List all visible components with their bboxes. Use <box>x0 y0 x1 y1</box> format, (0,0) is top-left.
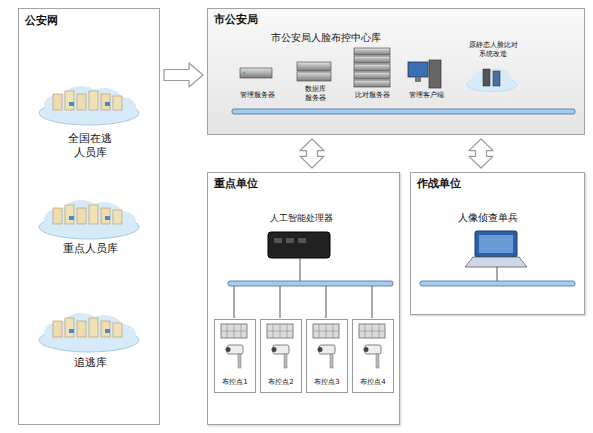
cloud-system-icon <box>467 68 517 92</box>
processor-icon <box>268 232 330 258</box>
node-title: 公安网 <box>25 14 145 28</box>
wire <box>234 286 235 318</box>
control-point-box: 布控点4 <box>352 319 394 393</box>
node-title: 追逃库 <box>40 356 140 370</box>
monitor-stand <box>415 77 421 82</box>
device-label: 管理客户端 <box>401 91 451 100</box>
wire <box>326 286 327 318</box>
database-node: 全国在逃 人员库 <box>29 84 151 164</box>
server-icon <box>297 62 331 71</box>
processor-port <box>274 238 282 243</box>
node-title: 布控点3 <box>307 378 347 387</box>
control-point-box: 布控点1 <box>214 319 256 393</box>
camera-icon <box>221 324 247 368</box>
node-title: 作战单位 <box>417 177 537 191</box>
server-light <box>243 72 245 74</box>
wire <box>300 258 301 281</box>
wire <box>372 286 373 318</box>
cloud-shape <box>467 78 517 92</box>
node-title: 市公安局 <box>214 13 334 27</box>
network-bus <box>232 109 575 114</box>
database-node: 重点人员库 <box>29 194 151 259</box>
camera-icon <box>313 324 339 368</box>
server-icon <box>354 72 390 79</box>
server-icon <box>354 48 390 55</box>
node-title: 重点人员库 <box>40 242 140 256</box>
hollow-arrow <box>469 139 493 168</box>
device-label: 人工智能处理器 <box>251 213 351 225</box>
node-title: 布控点1 <box>215 378 255 387</box>
device-label: 比对服务器 <box>347 91 397 100</box>
node-title: 全国在逃 人员库 <box>62 132 118 161</box>
hollow-arrow <box>164 63 203 87</box>
database-node: 追逃库 <box>29 308 151 373</box>
laptop-keyboard <box>465 257 527 267</box>
laptop-screen <box>475 231 517 257</box>
database-cloud <box>39 86 139 125</box>
device-label: 人像侦查单兵 <box>438 211 538 224</box>
cloud-shape <box>486 68 510 86</box>
combat-unit-panel: 作战单位人像侦查单兵 <box>410 172 585 315</box>
tower-icon <box>493 71 500 86</box>
database-cloud <box>39 313 139 352</box>
server-icon <box>354 56 390 63</box>
laptop-display <box>479 235 513 253</box>
server-icon <box>297 72 331 81</box>
control-point-box: 布控点3 <box>306 319 348 393</box>
camera-icon <box>359 324 385 368</box>
database-cloud <box>39 200 139 239</box>
tower-icon <box>483 69 490 86</box>
node-title: 布控点4 <box>353 378 393 387</box>
hollow-arrow <box>300 139 324 168</box>
network-panel: 公安网全国在逃 人员库重点人员库追逃库 <box>18 8 160 425</box>
device-label: 管理服务器 <box>232 91 282 100</box>
server-icon <box>354 80 390 87</box>
node-title: 布控点2 <box>261 378 301 387</box>
network-bus <box>420 281 575 286</box>
server-icon <box>354 64 390 71</box>
device-label: 数据库 服务器 <box>302 85 328 103</box>
wire <box>497 267 498 281</box>
node-subtitle: 市公安局人脸布控中心库 <box>226 31 426 44</box>
processor-port <box>286 238 294 243</box>
cloud-shape <box>471 71 493 87</box>
node-title: 重点单位 <box>214 177 334 191</box>
server-icon <box>240 68 272 78</box>
network-bus <box>228 281 393 286</box>
bureau-panel: 市公安局市公安局人脸布控中心库管理服务器 数据库 服务器 比对服务器管理客户端 原静态… <box>207 8 585 135</box>
monitor-icon <box>408 62 428 77</box>
control-point-box: 布控点2 <box>260 319 302 393</box>
wire <box>280 286 281 318</box>
tower-icon <box>429 60 441 88</box>
processor-port <box>298 238 306 243</box>
unit-panel: 重点单位布控点1 布控点2 布控点3 布控点4 人工智能处理器 <box>207 172 400 425</box>
camera-icon <box>267 324 293 368</box>
device-label: 原静态人脸比对 系统改造 <box>463 41 523 59</box>
